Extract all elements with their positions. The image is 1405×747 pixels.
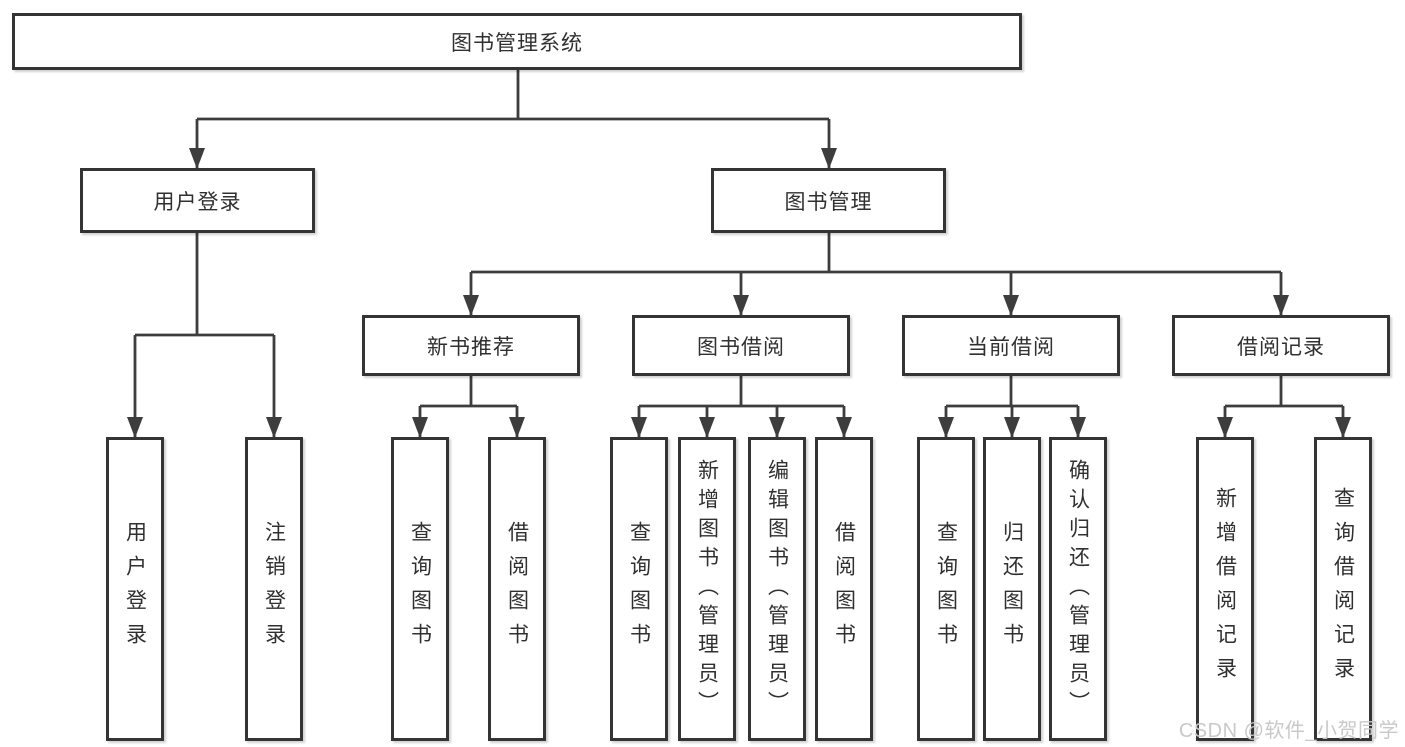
leaf-borrow-books: 借阅图书 bbox=[815, 437, 873, 741]
leaf-add-borrow-record: 新增借阅记录 bbox=[1196, 437, 1254, 741]
leaf-add-book-admin: 新增图书（管理员） bbox=[678, 437, 736, 741]
node-user-login: 用户登录 bbox=[80, 168, 315, 233]
leaf-query-books-borrowing-label: 查询图书 bbox=[627, 521, 651, 657]
leaf-query-books-recommend-label: 查询图书 bbox=[408, 521, 432, 657]
leaf-confirm-return-admin-label: 确认归还（管理员） bbox=[1066, 458, 1090, 720]
leaf-confirm-return-admin: 确认归还（管理员） bbox=[1049, 437, 1107, 741]
leaf-logout-label: 注销登录 bbox=[262, 521, 286, 657]
leaf-query-borrow-record-label: 查询借阅记录 bbox=[1331, 487, 1355, 691]
node-book-management-label: 图书管理 bbox=[784, 190, 873, 214]
node-book-borrowing-label: 图书借阅 bbox=[697, 335, 785, 359]
node-current-borrowing-label: 当前借阅 bbox=[967, 335, 1055, 359]
watermark: CSDN @软件_小贺同学 bbox=[1178, 720, 1399, 742]
node-new-book-recommend: 新书推荐 bbox=[362, 315, 580, 376]
leaf-user-login-label: 用户登录 bbox=[123, 521, 147, 657]
node-user-login-label: 用户登录 bbox=[153, 190, 242, 214]
node-library-system: 图书管理系统 bbox=[12, 13, 1022, 70]
leaf-borrow-books-recommend-label: 借阅图书 bbox=[505, 521, 529, 657]
leaf-return-books-label: 归还图书 bbox=[1000, 521, 1024, 657]
leaf-query-books-current-label: 查询图书 bbox=[934, 521, 958, 657]
leaf-borrow-books-label: 借阅图书 bbox=[832, 521, 856, 657]
leaf-query-borrow-record: 查询借阅记录 bbox=[1314, 437, 1372, 741]
leaf-query-books-recommend: 查询图书 bbox=[391, 437, 449, 741]
leaf-add-book-admin-label: 新增图书（管理员） bbox=[695, 458, 719, 720]
leaf-edit-book-admin: 编辑图书（管理员） bbox=[748, 437, 806, 741]
node-current-borrowing: 当前借阅 bbox=[902, 315, 1120, 376]
leaf-logout: 注销登录 bbox=[245, 437, 303, 741]
node-borrowing-records: 借阅记录 bbox=[1172, 315, 1390, 376]
leaf-return-books: 归还图书 bbox=[983, 437, 1041, 741]
leaf-add-borrow-record-label: 新增借阅记录 bbox=[1213, 487, 1237, 691]
leaf-user-login: 用户登录 bbox=[106, 437, 164, 741]
node-borrowing-records-label: 借阅记录 bbox=[1237, 335, 1325, 359]
leaf-query-books-current: 查询图书 bbox=[917, 437, 975, 741]
leaf-borrow-books-recommend: 借阅图书 bbox=[488, 437, 546, 741]
node-library-system-label: 图书管理系统 bbox=[451, 31, 583, 55]
leaf-edit-book-admin-label: 编辑图书（管理员） bbox=[765, 458, 789, 720]
node-new-book-recommend-label: 新书推荐 bbox=[427, 335, 515, 359]
node-book-management: 图书管理 bbox=[711, 168, 946, 233]
leaf-query-books-borrowing: 查询图书 bbox=[610, 437, 668, 741]
node-book-borrowing: 图书借阅 bbox=[632, 315, 850, 376]
